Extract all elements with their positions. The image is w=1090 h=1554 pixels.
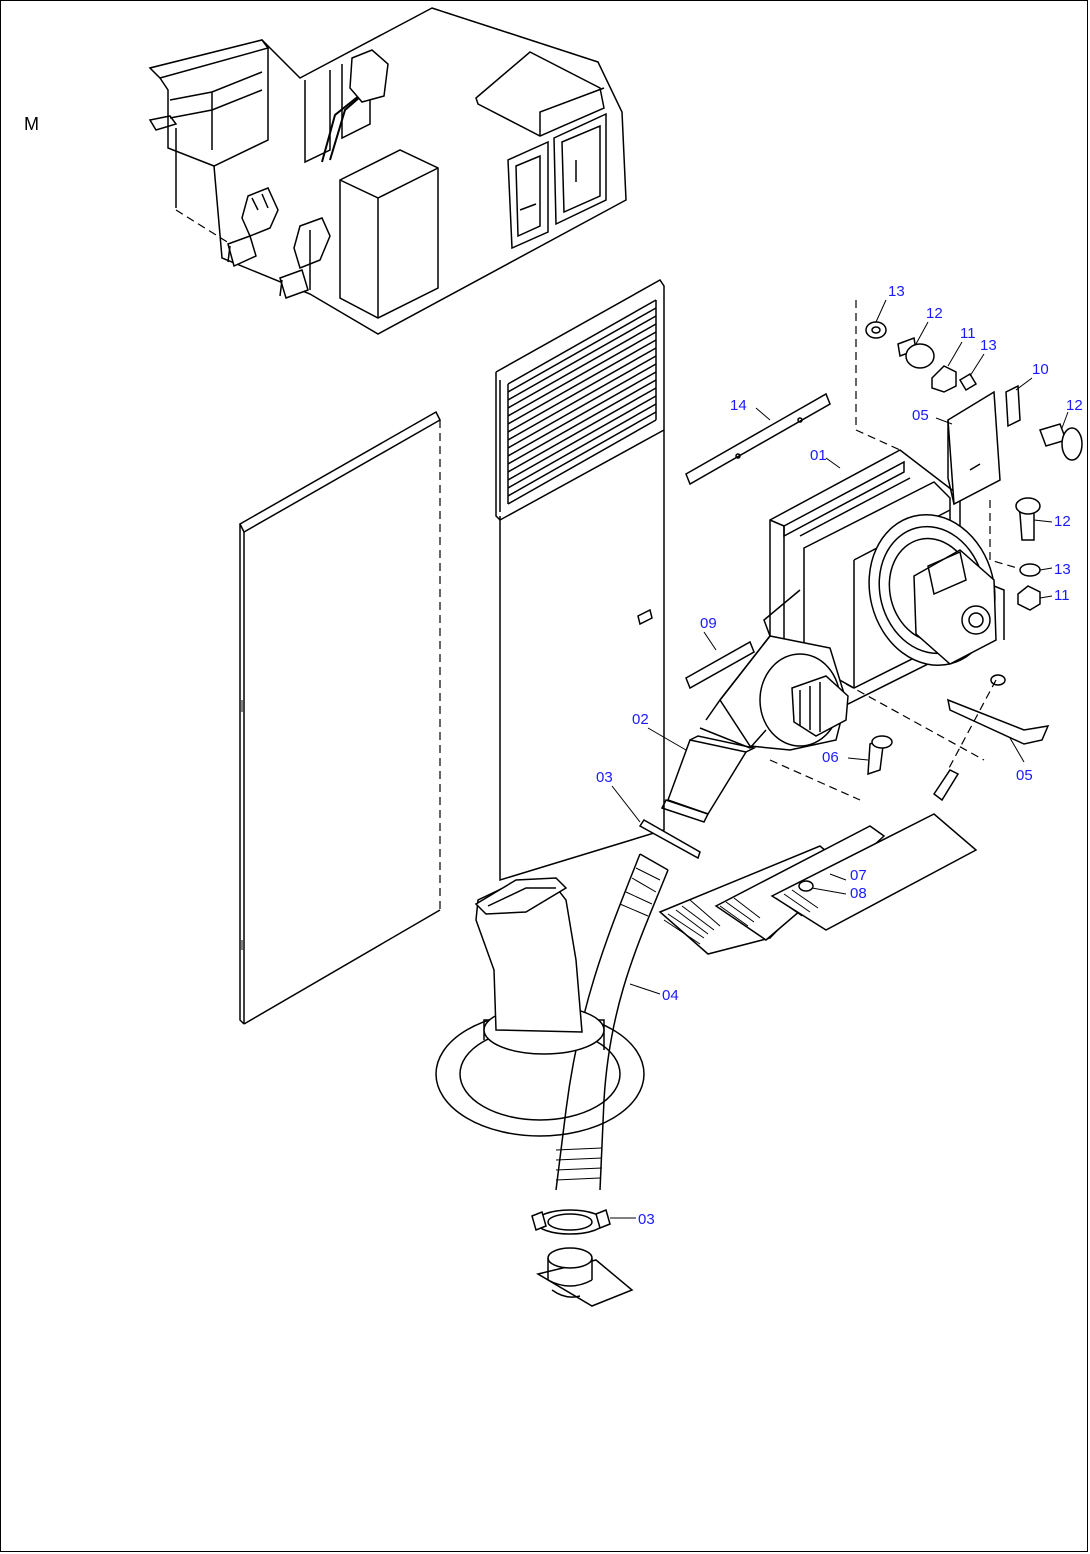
bracket-05-lower xyxy=(932,674,1050,802)
clamp-03b xyxy=(531,1208,611,1235)
cab-overview-drawing xyxy=(148,7,627,335)
callout-01: 01 xyxy=(810,447,827,464)
callout-04: 04 xyxy=(662,987,679,1004)
floor-outlet xyxy=(435,877,645,1137)
callout-02: 02 xyxy=(632,711,649,728)
callout-11: 11 xyxy=(1054,587,1070,604)
bolt-06 xyxy=(867,735,893,776)
callout-13: 13 xyxy=(980,337,997,354)
callout-12: 12 xyxy=(1066,397,1083,414)
flex-hose-04 xyxy=(555,853,669,1191)
duct-adapter-02 xyxy=(660,735,757,823)
callout-13: 13 xyxy=(1054,561,1071,578)
callout-05: 05 xyxy=(912,407,929,424)
callout-09: 09 xyxy=(700,615,717,632)
callout-03: 03 xyxy=(596,769,613,786)
clamp-band-03a xyxy=(638,819,701,860)
callout-05: 05 xyxy=(1016,767,1033,784)
rail-14 xyxy=(685,392,831,486)
fasteners-top xyxy=(865,321,1083,611)
callout-12: 12 xyxy=(1054,513,1071,530)
floor-stub xyxy=(536,1247,634,1307)
callout-12: 12 xyxy=(926,305,943,322)
louver-panel xyxy=(495,279,665,882)
rail-09 xyxy=(685,640,755,690)
callouts: 13 12 11 13 10 05 12 14 01 12 13 11 09 0… xyxy=(596,283,1083,1228)
callout-11: 11 xyxy=(960,325,976,342)
callout-10: 10 xyxy=(1032,361,1049,378)
callout-13: 13 xyxy=(888,283,905,300)
door-panel xyxy=(239,410,441,1025)
bracket-05-top xyxy=(947,390,1001,506)
heater-unit xyxy=(699,300,1025,801)
callout-08: 08 xyxy=(850,885,867,902)
callout-07: 07 xyxy=(850,867,867,884)
floor-mats xyxy=(658,813,978,955)
callout-03: 03 xyxy=(638,1211,655,1228)
callout-06: 06 xyxy=(822,749,839,766)
leader-lines xyxy=(610,299,1069,1219)
callout-14: 14 xyxy=(730,397,747,414)
clip-10 xyxy=(1005,384,1021,428)
section-label: M xyxy=(24,114,39,134)
